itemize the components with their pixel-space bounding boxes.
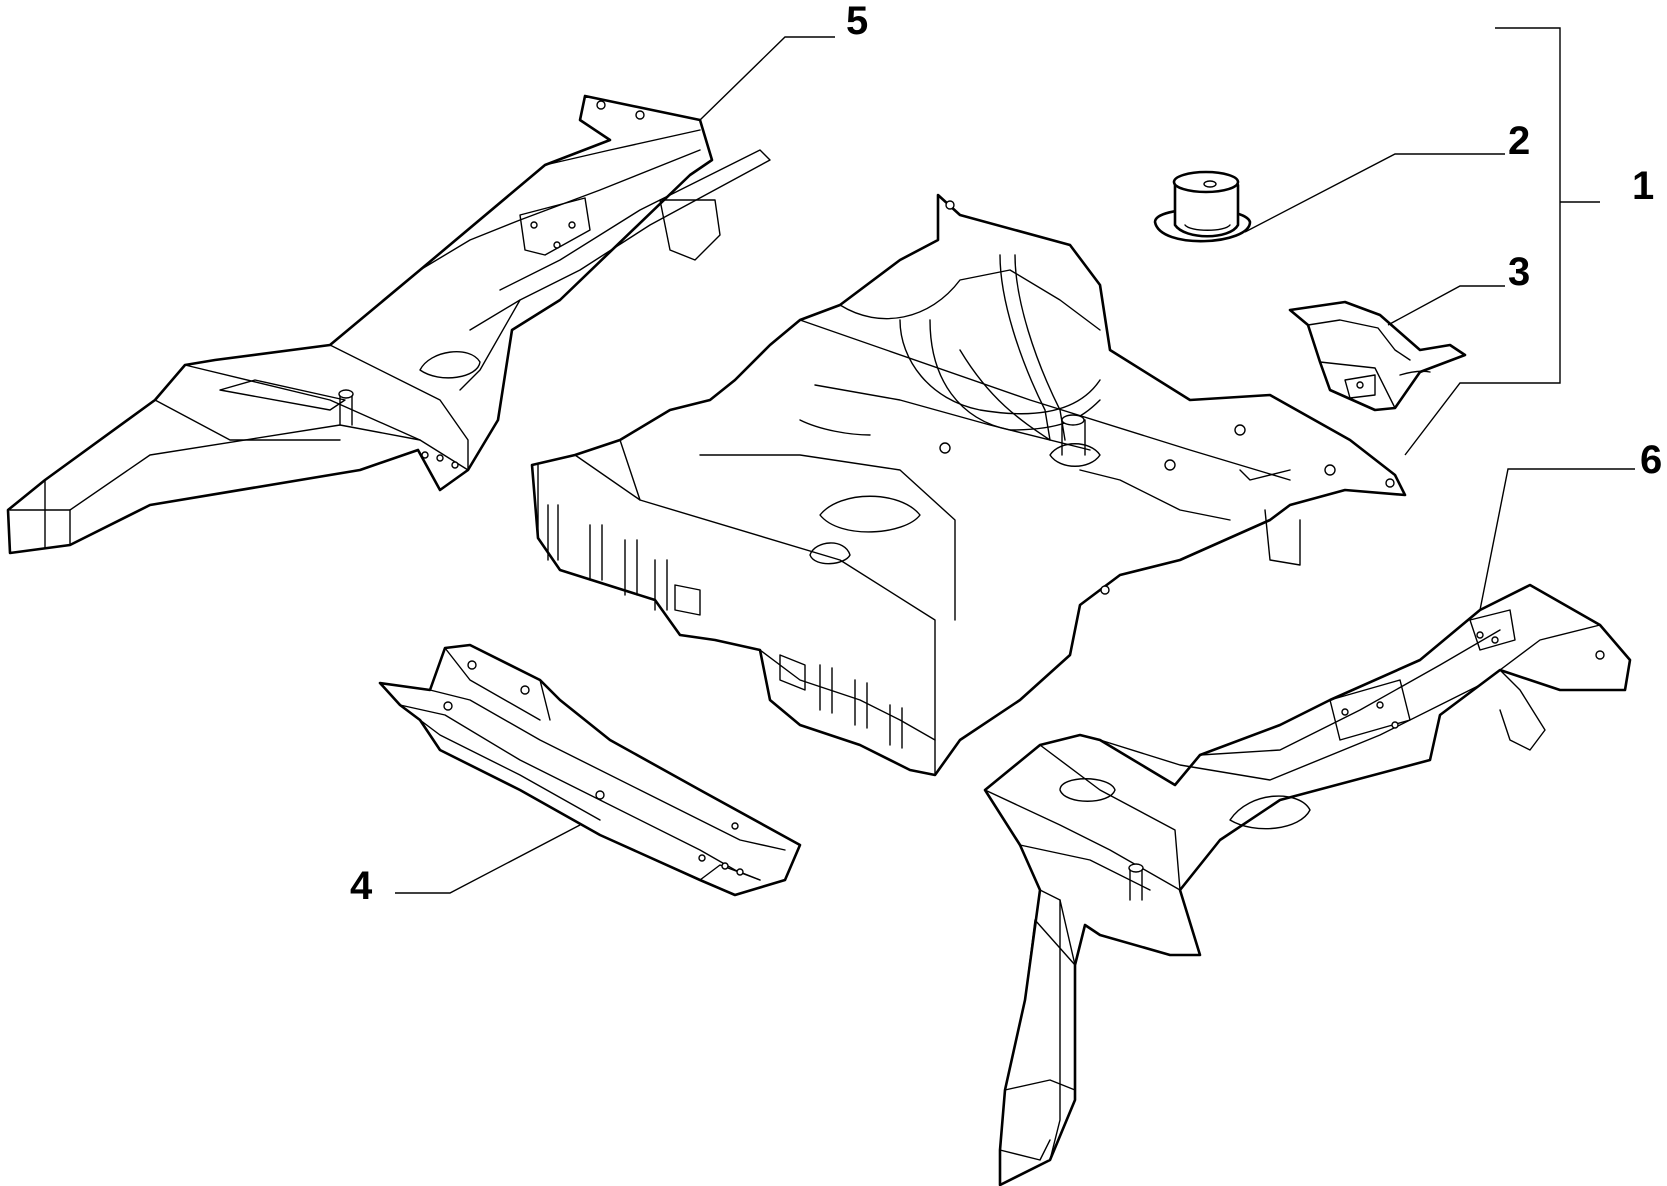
callout-6: 6 xyxy=(1640,438,1662,482)
part-4-cross-member xyxy=(378,643,802,897)
bracket-1 xyxy=(1490,27,1561,384)
part-2-bump-stop xyxy=(1153,170,1252,243)
part-5-left-side-member xyxy=(6,94,771,555)
leader-5 xyxy=(699,36,835,121)
callout-2: 2 xyxy=(1508,119,1530,163)
callout-1: 1 xyxy=(1632,164,1654,208)
callout-5: 5 xyxy=(846,0,868,43)
callout-3: 3 xyxy=(1508,250,1530,294)
part-1-rear-floor-panel xyxy=(530,193,1407,777)
leader-2 xyxy=(1244,153,1505,233)
leader-6 xyxy=(1479,468,1635,611)
leader-lines xyxy=(395,27,1635,894)
part-3-bracket xyxy=(1288,300,1467,412)
leader-4 xyxy=(395,824,581,894)
part-6-right-side-member xyxy=(983,583,1632,1186)
leader-1-to-floor xyxy=(1404,382,1490,456)
leader-3 xyxy=(1387,285,1505,326)
callout-4: 4 xyxy=(350,864,373,908)
